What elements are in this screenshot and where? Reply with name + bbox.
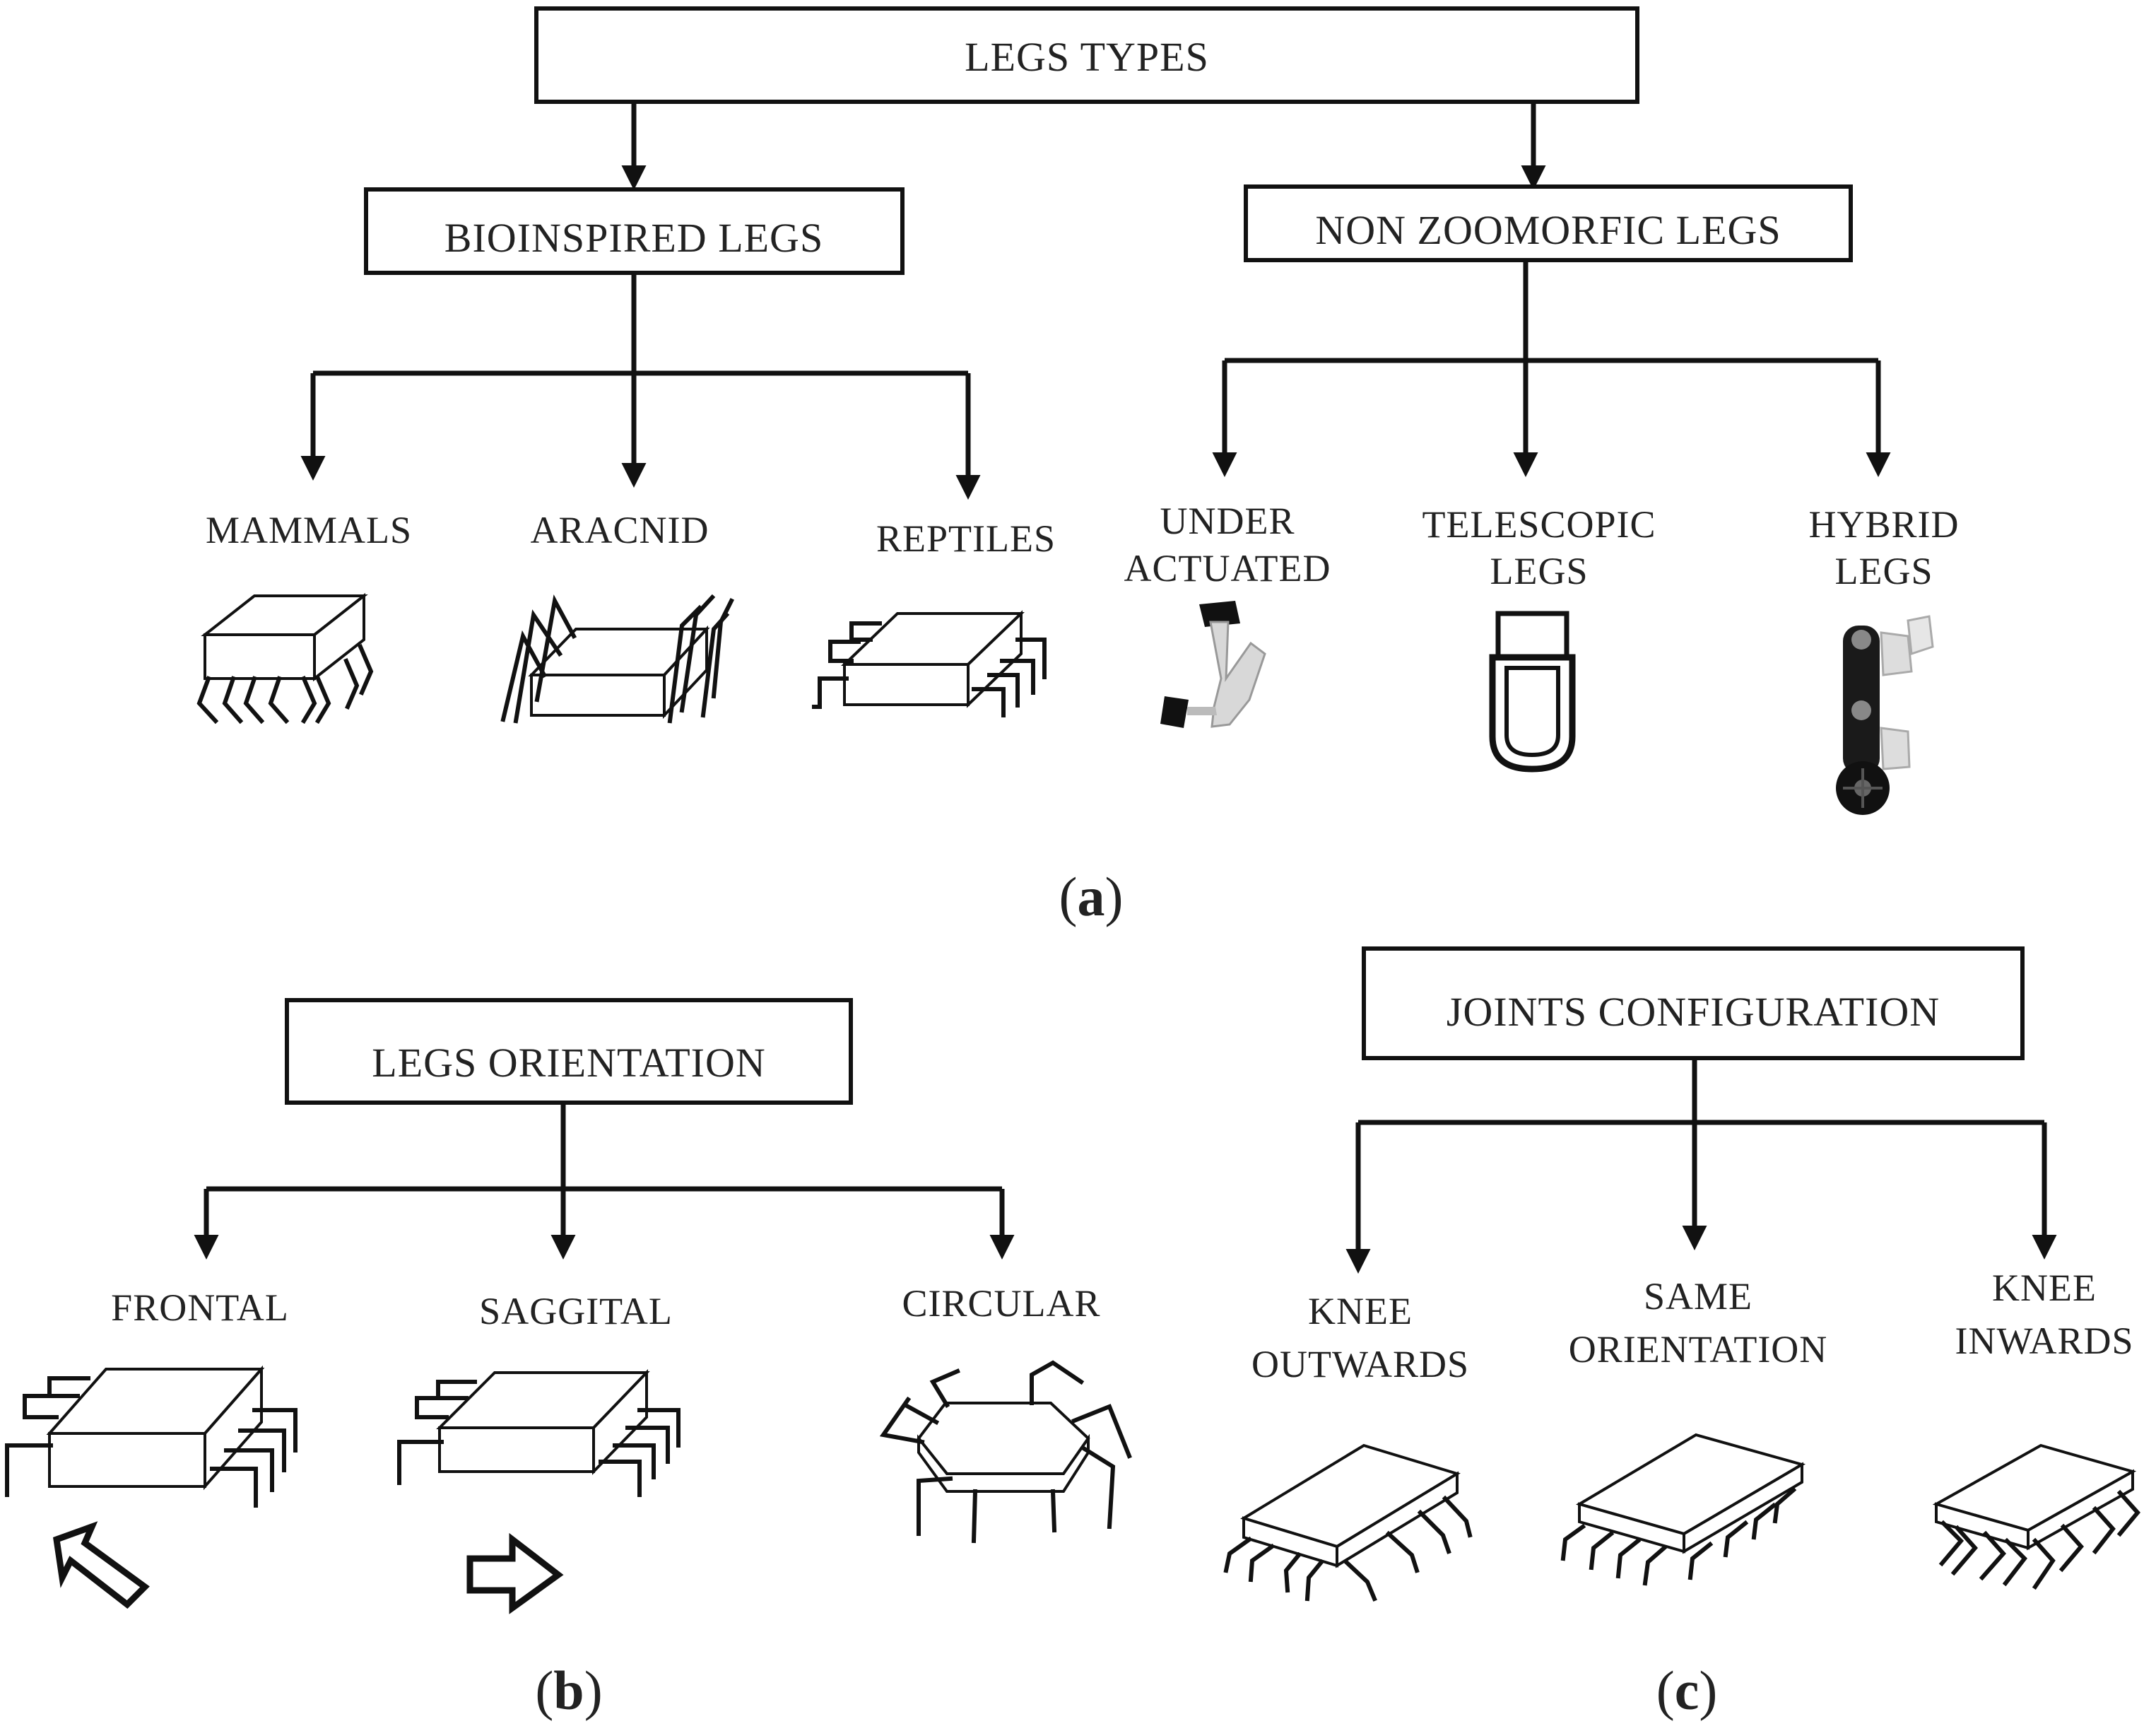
- telescopic-leg-illustration: [1489, 611, 1576, 773]
- joints-configuration-label: JOINTS CONFIGURATION: [1447, 989, 1940, 1035]
- saggital-direction-arrow-icon: [466, 1532, 564, 1614]
- same-orientation-label-line1: SAME: [1644, 1275, 1753, 1318]
- hybrid-label-line2: LEGS: [1835, 550, 1933, 592]
- mammals-label: MAMMALS: [206, 509, 412, 551]
- mammals-robot-illustration: [196, 592, 374, 724]
- knee-inwards-label-line2: INWARDS: [1955, 1320, 2133, 1362]
- knee-inwards-label-line1: KNEE: [1992, 1267, 2097, 1309]
- non-zoomorfic-legs-box: NON ZOOMORFIC LEGS: [1244, 184, 1853, 262]
- caption-c: (c): [1656, 1660, 1718, 1721]
- saggital-robot-illustration: [397, 1369, 681, 1614]
- knee-outwards-label-line2: OUTWARDS: [1251, 1343, 1469, 1385]
- legs-types-box: LEGS TYPES: [534, 6, 1639, 104]
- caption-b: (b): [535, 1660, 602, 1721]
- legs-orientation-label: LEGS ORIENTATION: [372, 1040, 765, 1086]
- reptiles-label: REPTILES: [876, 517, 1056, 560]
- knee-outwards-label-line1: KNEE: [1308, 1290, 1413, 1332]
- bioinspired-legs-box: BIOINSPIRED LEGS: [364, 187, 905, 275]
- telescopic-label-line2: LEGS: [1490, 550, 1589, 592]
- legs-orientation-box: LEGS ORIENTATION: [285, 998, 853, 1105]
- under-actuated-leg-illustration: [1160, 601, 1266, 728]
- non-zoomorfic-connector: [1225, 260, 1878, 363]
- knee-outwards-robot-illustration: [1223, 1443, 1473, 1602]
- knee-inwards-robot-illustration: [1932, 1443, 2140, 1590]
- hybrid-label-line1: HYBRID: [1808, 503, 1959, 546]
- telescopic-label-line1: TELESCOPIC: [1422, 503, 1656, 546]
- joints-configuration-box: JOINTS CONFIGURATION: [1362, 946, 2025, 1060]
- circular-robot-illustration: [879, 1360, 1132, 1544]
- reptiles-robot-illustration: [812, 610, 1047, 717]
- same-orientation-robot-illustration: [1560, 1433, 1806, 1586]
- joints-connector: [1358, 1058, 2044, 1125]
- under-actuated-label-line1: UNDER: [1160, 500, 1295, 542]
- aracnid-label: ARACNID: [530, 509, 709, 551]
- same-orientation-label-line2: ORIENTATION: [1569, 1328, 1828, 1371]
- panel-b: LEGS ORIENTATION FRONTAL SAGGITAL CIRCUL…: [5, 998, 1132, 1721]
- bioinspired-legs-label: BIOINSPIRED LEGS: [444, 215, 823, 261]
- under-actuated-label-line2: ACTUATED: [1124, 547, 1331, 589]
- caption-a: (a): [1059, 866, 1124, 927]
- hybrid-leg-illustration: [1836, 615, 1934, 815]
- non-zoomorfic-legs-label: NON ZOOMORFIC LEGS: [1315, 207, 1781, 253]
- aracnid-robot-illustration: [500, 594, 735, 724]
- frontal-direction-arrow-icon: [53, 1521, 150, 1609]
- saggital-label: SAGGITAL: [479, 1290, 673, 1332]
- orientation-connector: [206, 1103, 1002, 1192]
- bioinspired-connector: [313, 273, 968, 376]
- frontal-label: FRONTAL: [111, 1286, 289, 1329]
- panel-c: JOINTS CONFIGURATION KNEE OUTWARDS SAME …: [1223, 946, 2140, 1721]
- legs-types-label: LEGS TYPES: [965, 34, 1209, 80]
- circular-label: CIRCULAR: [902, 1282, 1100, 1325]
- frontal-robot-illustration: [5, 1365, 298, 1609]
- panel-a: LEGS TYPES BIOINSPIRED LEGS NON ZOOMORFI…: [196, 6, 1959, 927]
